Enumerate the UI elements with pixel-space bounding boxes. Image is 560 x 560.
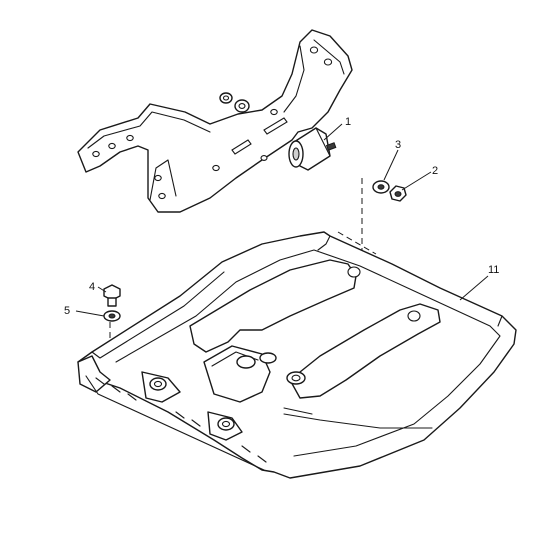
mounting-bracket: [77, 29, 353, 213]
nut-part-2: [389, 185, 407, 202]
leader-lines: [75, 123, 489, 317]
washer-part-3: [372, 180, 390, 194]
callout-4: 4: [89, 281, 95, 293]
callout-1: 1: [345, 116, 351, 128]
washer-part-5: [103, 310, 121, 322]
rubber-mount-part-1: [288, 127, 337, 171]
callout-5: 5: [64, 305, 70, 317]
callout-2: 2: [432, 165, 438, 177]
base-plate-part-11: [77, 231, 517, 479]
callout-11: 11: [488, 264, 499, 276]
bolt-part-4: [103, 284, 121, 307]
bracket-nut: [219, 92, 250, 113]
callout-3: 3: [395, 139, 401, 151]
